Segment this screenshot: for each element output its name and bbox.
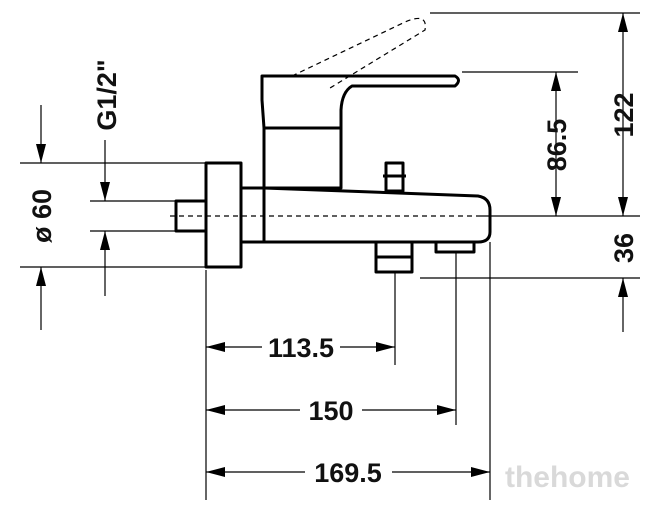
extension-lines (20, 12, 640, 500)
dim-label-113-5: 113.5 (268, 333, 334, 363)
faucet-body (170, 17, 492, 274)
main-body (262, 186, 492, 244)
dim-label-thread: G1/2" (92, 59, 122, 130)
dimension-lines (36, 13, 628, 477)
dim-label-169-5: 169.5 (314, 458, 382, 488)
cartridge-body (262, 128, 343, 190)
handle-lever (260, 74, 460, 130)
dim-label-150: 150 (308, 396, 353, 426)
handle-raised-outline (291, 17, 426, 89)
dim-label-86-5: 86.5 (542, 119, 572, 172)
shower-outlet (374, 242, 414, 274)
dim-label-diameter-60: ø 60 (27, 189, 57, 243)
dim-label-36: 36 (609, 233, 639, 263)
spout-mouth (434, 240, 476, 254)
wall-flange (204, 161, 243, 269)
connector (239, 186, 266, 244)
watermark: thehome (505, 461, 630, 494)
dim-label-122: 122 (609, 92, 639, 137)
